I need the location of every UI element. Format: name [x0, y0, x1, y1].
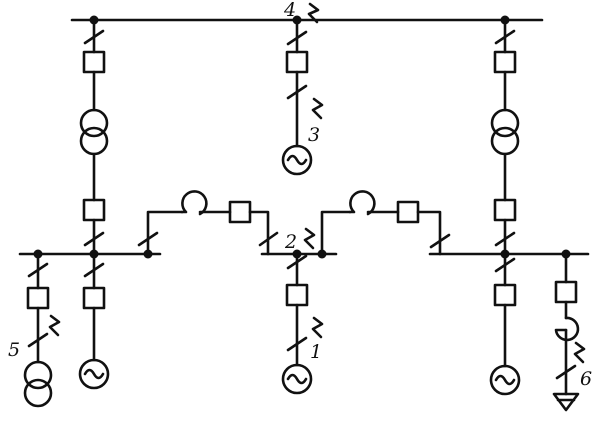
top-busbar [70, 15, 544, 25]
reactor [554, 316, 580, 342]
left-reactor-link [137, 190, 279, 256]
disconnector [27, 262, 49, 278]
generator [78, 358, 110, 390]
circuit-breaker [26, 286, 50, 310]
middle-busbar [260, 249, 338, 259]
fault-label-6: 6 [580, 368, 592, 390]
circuit-breaker [493, 50, 517, 74]
circuit-breaker [554, 280, 578, 304]
fault-label-2: 2 [284, 231, 297, 253]
disconnector [286, 84, 308, 100]
disconnector [286, 30, 308, 46]
disconnector [83, 29, 105, 45]
disconnector [137, 231, 159, 247]
disconnector [494, 257, 516, 273]
right-generator-branch [489, 252, 521, 396]
left-feeder-transformer-branch [23, 252, 53, 408]
right-load-branch [552, 252, 580, 412]
load-symbol [552, 392, 580, 412]
circuit-breaker [82, 50, 106, 74]
disconnector [494, 29, 516, 45]
disconnector [429, 233, 451, 249]
circuit-breaker [285, 50, 309, 74]
reactor [348, 190, 376, 216]
left-generator-branch [78, 252, 110, 390]
right-reactor-link [320, 190, 451, 256]
fault-mark-3 [311, 97, 324, 120]
disconnector [286, 336, 308, 352]
disconnector [83, 231, 105, 247]
fault-mark-5 [48, 314, 61, 337]
transformer [23, 360, 53, 408]
left-transformer-branch [79, 18, 109, 256]
fault-label-5: 5 [8, 339, 20, 361]
fault-mark-1 [311, 316, 324, 339]
circuit-breaker [493, 198, 517, 222]
middle-generator-branch [281, 252, 313, 395]
transformer [490, 108, 520, 156]
circuit-breaker [396, 200, 420, 224]
right-transformer-branch [490, 18, 520, 256]
disconnector [494, 231, 516, 247]
generator [281, 363, 313, 395]
top-generator-branch [281, 18, 313, 176]
circuit-breaker [228, 200, 252, 224]
circuit-breaker [82, 286, 106, 310]
fault-label-3: 3 [308, 124, 320, 146]
left-busbar [18, 249, 162, 259]
fault-mark-6 [573, 341, 586, 364]
disconnector [555, 364, 577, 380]
disconnector [27, 332, 49, 348]
fault-mark-2 [303, 227, 316, 250]
disconnector [83, 262, 105, 278]
right-busbar [428, 249, 590, 259]
generator [281, 144, 313, 176]
transformer [79, 108, 109, 156]
fault-label-1: 1 [310, 341, 322, 363]
circuit-breaker [82, 198, 106, 222]
generator [489, 364, 521, 396]
reactor [180, 190, 208, 216]
fault-label-4: 4 [283, 0, 296, 21]
disconnector [286, 254, 308, 270]
circuit-breaker [493, 283, 517, 307]
disconnector [258, 231, 279, 247]
circuit-breaker [285, 283, 309, 307]
fault-mark-4 [307, 2, 320, 24]
